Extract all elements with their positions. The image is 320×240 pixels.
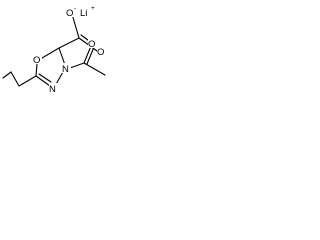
bond-ring-o-c5: [35, 63, 38, 77]
atom-labels: Li + O - O O N N O: [33, 5, 106, 95]
atom-bg-ring-n-acyl: [62, 63, 71, 73]
chemical-structure: Li + O - O O N N O: [2, 5, 106, 95]
atom-bg-carboxylate-o: [66, 7, 75, 17]
atom-acetyl-o: O: [88, 39, 95, 50]
bond-propyl-1: [18, 75, 37, 87]
bond-acetyl-c-o-double-1: [83, 45, 92, 64]
atom-carboxylate-o: O: [66, 8, 73, 19]
bond-ring-c-to-carboxyl-c: [58, 37, 80, 49]
bond-carboxyl-c-o-minus: [71, 13, 80, 39]
counterion-charge: +: [91, 5, 95, 12]
counterion-symbol: Li: [80, 8, 87, 19]
atom-bg-ring-o: [33, 54, 42, 64]
atom-bg-ring-n-imine: [49, 83, 58, 93]
atom-carboxyl-o: O: [97, 47, 104, 58]
bond-c5-n4-double-2: [38, 73, 52, 83]
atom-ring-n-acyl: N: [62, 64, 69, 75]
bond-propyl-2: [10, 71, 20, 87]
bond-n3-acetyl-c: [69, 62, 85, 69]
bond-acetyl-c-methyl: [83, 62, 106, 76]
atom-carboxylate-o-charge: -: [74, 5, 76, 12]
atom-ring-n-imine: N: [49, 84, 56, 95]
bond-propyl-3: [2, 71, 12, 79]
atom-bg-carboxyl-o: [97, 46, 106, 56]
atom-ring-o: O: [33, 55, 40, 66]
atom-bg-acetyl-o: [88, 38, 97, 48]
bond-ring-c2-ring-o: [41, 47, 60, 59]
bond-c5-n4-double-1: [35, 75, 51, 87]
bond-acetyl-c-o-double-2: [86, 46, 95, 65]
bond-lines: [2, 13, 106, 87]
bond-ring-c2-n3: [58, 47, 66, 66]
